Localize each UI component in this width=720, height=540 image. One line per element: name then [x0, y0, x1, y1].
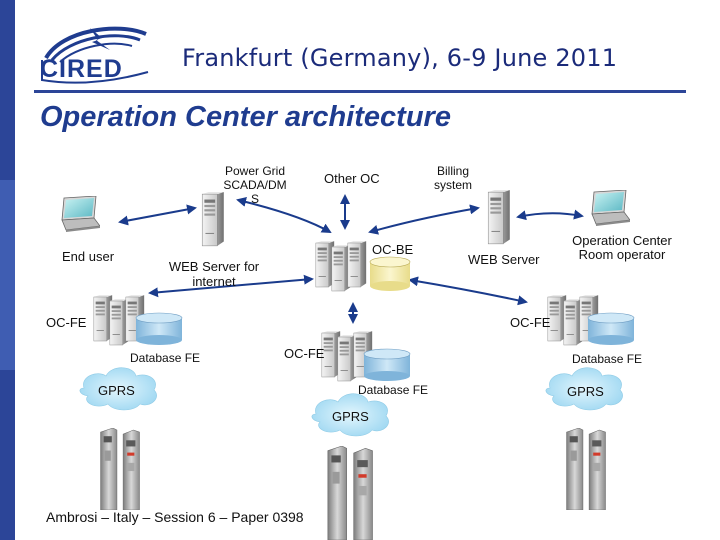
end-user-laptop-icon	[61, 196, 100, 233]
web-server-internet-line1: WEB Server for	[168, 259, 260, 274]
billing-label-line2: system	[433, 178, 472, 192]
oc-fe-left-cluster-icon	[93, 294, 183, 346]
other-oc-label: Other OC	[324, 171, 380, 186]
operator-label-line2: Room operator	[578, 247, 666, 262]
power-grid-label-line1: Power Grid	[224, 164, 286, 178]
power-grid-label-line2: SCADA/DM	[223, 178, 287, 192]
footer-citation: Ambrosi – Italy – Session 6 – Paper 0398	[46, 509, 304, 525]
oc-be-cluster-icon	[315, 240, 411, 292]
web-server-internet-line2: internet	[192, 274, 236, 289]
arrow-ocbe-webserver	[408, 276, 528, 306]
database-fe-right-label: Database FE	[572, 352, 643, 366]
charging-station-left-icon	[99, 428, 141, 510]
oc-fe-right-label: OC-FE	[510, 315, 551, 330]
operator-label: Operation Center Room operator	[562, 234, 682, 262]
database-fe-center-label: Database FE	[358, 383, 429, 397]
sidebar-accent	[0, 180, 15, 370]
oc-fe-center-cluster-icon	[321, 330, 411, 382]
logo-text: CIRED	[40, 55, 123, 83]
gprs-right-label: GPRS	[567, 384, 604, 399]
gprs-cloud-right-icon	[545, 367, 623, 411]
charging-station-right-icon	[565, 428, 607, 510]
gprs-center-label: GPRS	[332, 409, 369, 424]
charging-station-center-icon	[327, 446, 374, 540]
oc-fe-center-label: OC-FE	[284, 346, 325, 361]
end-user-label: End user	[62, 249, 115, 264]
gprs-left-label: GPRS	[98, 383, 135, 398]
web-server-label: WEB Server	[468, 252, 540, 267]
page-title: Operation Center architecture	[40, 101, 451, 133]
database-fe-left-label: Database FE	[130, 351, 201, 365]
power-grid-label-line3: S	[250, 192, 259, 206]
operator-laptop-icon	[591, 190, 630, 227]
arrow-webinternet-ocbe	[148, 274, 314, 298]
header-rule	[34, 90, 686, 93]
arrow-billing-ocbe	[368, 204, 480, 235]
connection-arrows	[118, 194, 584, 324]
arrow-webserver-operator	[516, 209, 584, 221]
oc-be-label: OC-BE	[372, 242, 414, 257]
oc-fe-left-label: OC-FE	[46, 315, 87, 330]
event-header: Frankfurt (Germany), 6-9 June 2011	[182, 44, 618, 72]
gprs-cloud-left-icon	[79, 367, 157, 411]
power-grid-label: Power Grid SCADA/DM S	[212, 164, 298, 206]
cired-logo	[41, 26, 149, 84]
arrow-enduser-scada	[118, 204, 197, 226]
gprs-cloud-center-icon	[311, 393, 389, 437]
web-server-icon	[487, 190, 511, 245]
oc-fe-right-cluster-icon	[547, 294, 635, 346]
billing-label: Billing system	[420, 164, 486, 192]
arrow-scada-ocbe	[236, 197, 332, 233]
web-server-internet-label: WEB Server for internet	[158, 259, 270, 289]
billing-label-line1: Billing	[436, 164, 469, 178]
operator-label-line1: Operation Center	[572, 233, 672, 248]
